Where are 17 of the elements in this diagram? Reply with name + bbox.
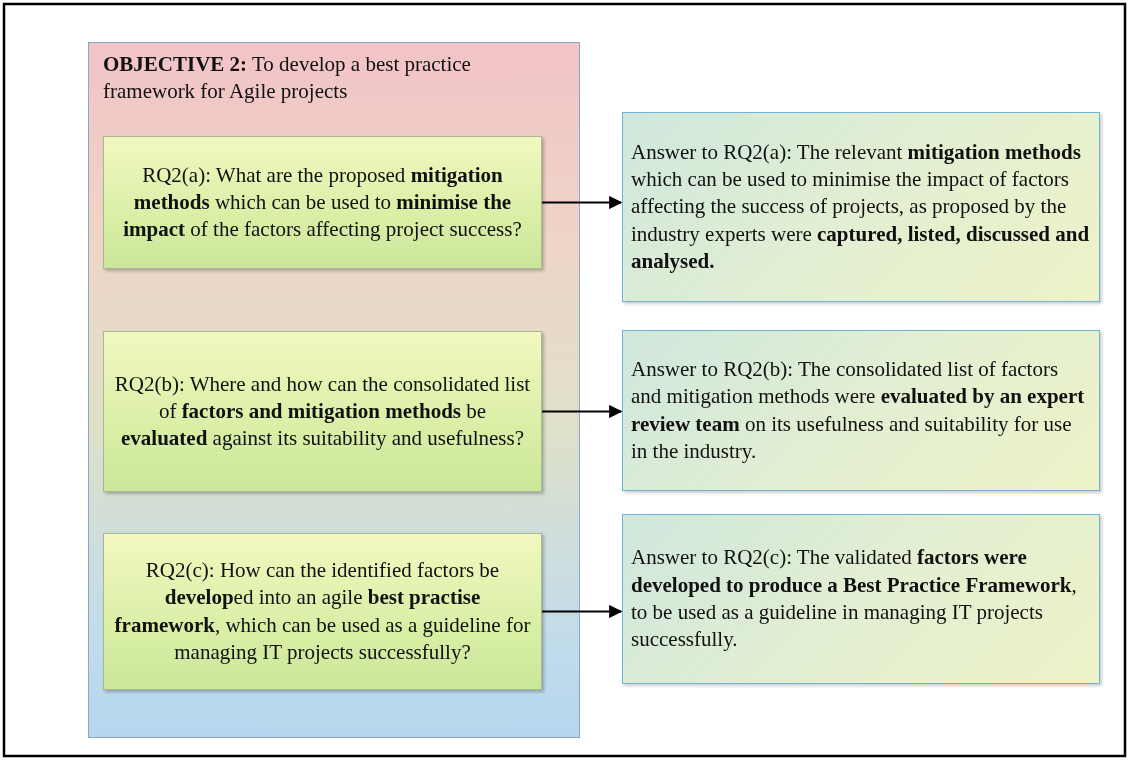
arrow: [542, 604, 623, 619]
arrow: [542, 195, 623, 210]
question-box: [103, 331, 542, 492]
answer-text: Answer to RQ2(a): The relevant mitigation methods which can be used to minimise the impact of factors affecting the success of projects, as proposed by the industry experts were captured, listed, discussed and analysed.: [631, 138, 1091, 275]
answer-box: [622, 330, 1100, 491]
answer-text: Answer to RQ2(b): The consolidated list of factors and mitigation methods were evaluated by an expert review team on its usefulness and suitability for use in the industry.: [631, 355, 1086, 465]
question-text: RQ2(a): What are the proposed mitigation methods which can be used to minimise the impact of the factors affecting project success?: [122, 161, 523, 244]
arrow: [542, 404, 623, 419]
question-box: [103, 136, 542, 269]
answer-box: [622, 514, 1100, 684]
question-box: [103, 533, 542, 690]
objective-panel: [88, 42, 580, 738]
answer-text: Answer to RQ2(c): The validated factors were developed to produce a Best Practice Framework, to be used as a guideline in managing IT projects successfully.: [631, 544, 1078, 654]
objective-heading: OBJECTIVE 2: To develop a best practice framework for Agile projects: [103, 51, 472, 106]
answer-box: [622, 112, 1100, 302]
question-text: RQ2(b): Where and how can the consolidated list of factors and mitigation methods be evaluated against its suitability and usefulness?: [114, 370, 531, 453]
question-text: RQ2(c): How can the identified factors be developed into an agile best practise framework, which can be used as a guideline for managing IT projects successfully?: [114, 556, 531, 666]
